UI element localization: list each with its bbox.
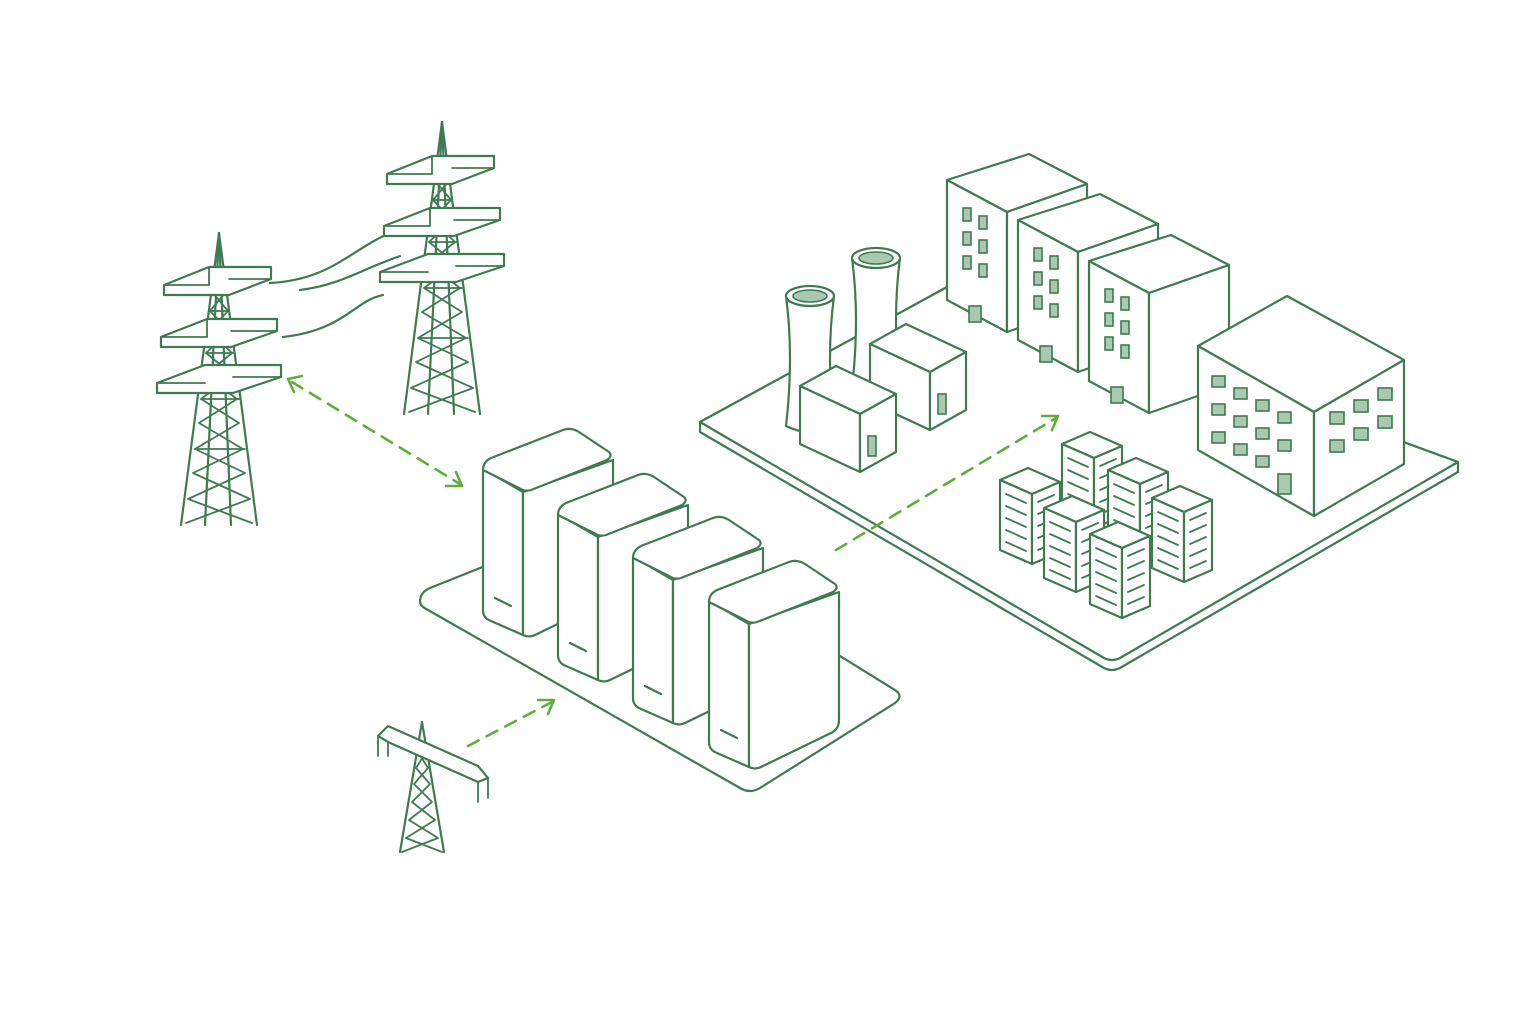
apartment-block-icon bbox=[1150, 484, 1214, 584]
transmission-tower-icon bbox=[155, 231, 283, 527]
transmission-tower-icon bbox=[378, 120, 506, 416]
apartment-block-icon bbox=[1088, 520, 1152, 620]
flow-arrow-towers-battery bbox=[286, 374, 464, 488]
flow-arrow-battery-city bbox=[834, 414, 1060, 552]
battery-cabinet-icon bbox=[707, 559, 841, 770]
power-lines bbox=[268, 230, 402, 339]
transmission-tower-icon bbox=[376, 720, 490, 854]
office-building-icon bbox=[1196, 294, 1406, 518]
flow-arrow-small-tower-battery bbox=[466, 698, 556, 748]
